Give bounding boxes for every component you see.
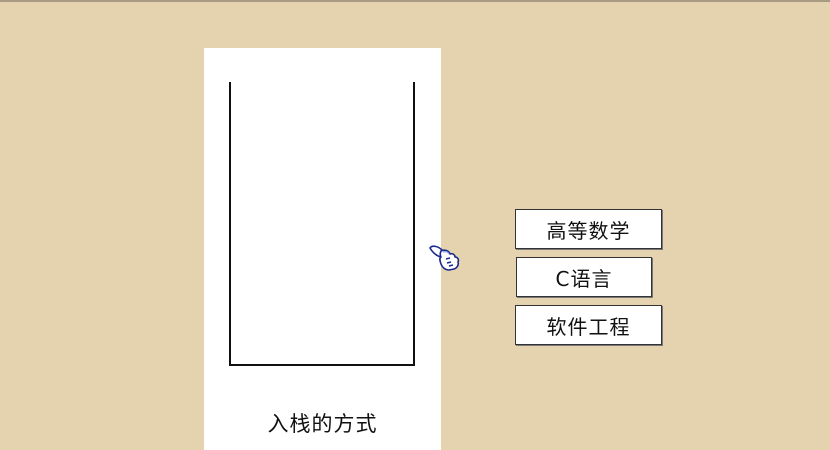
stack-caption: 入栈的方式 bbox=[267, 412, 378, 436]
book-higher-math[interactable]: 高等数学 bbox=[515, 209, 662, 249]
book-c-language[interactable]: C语言 bbox=[516, 257, 652, 297]
hand-pointer-icon bbox=[429, 245, 460, 271]
book-software-engineering[interactable]: 软件工程 bbox=[515, 305, 662, 345]
top-border bbox=[0, 0, 830, 2]
stack-container bbox=[229, 82, 415, 366]
stack-panel: 入栈的方式 bbox=[204, 48, 441, 450]
